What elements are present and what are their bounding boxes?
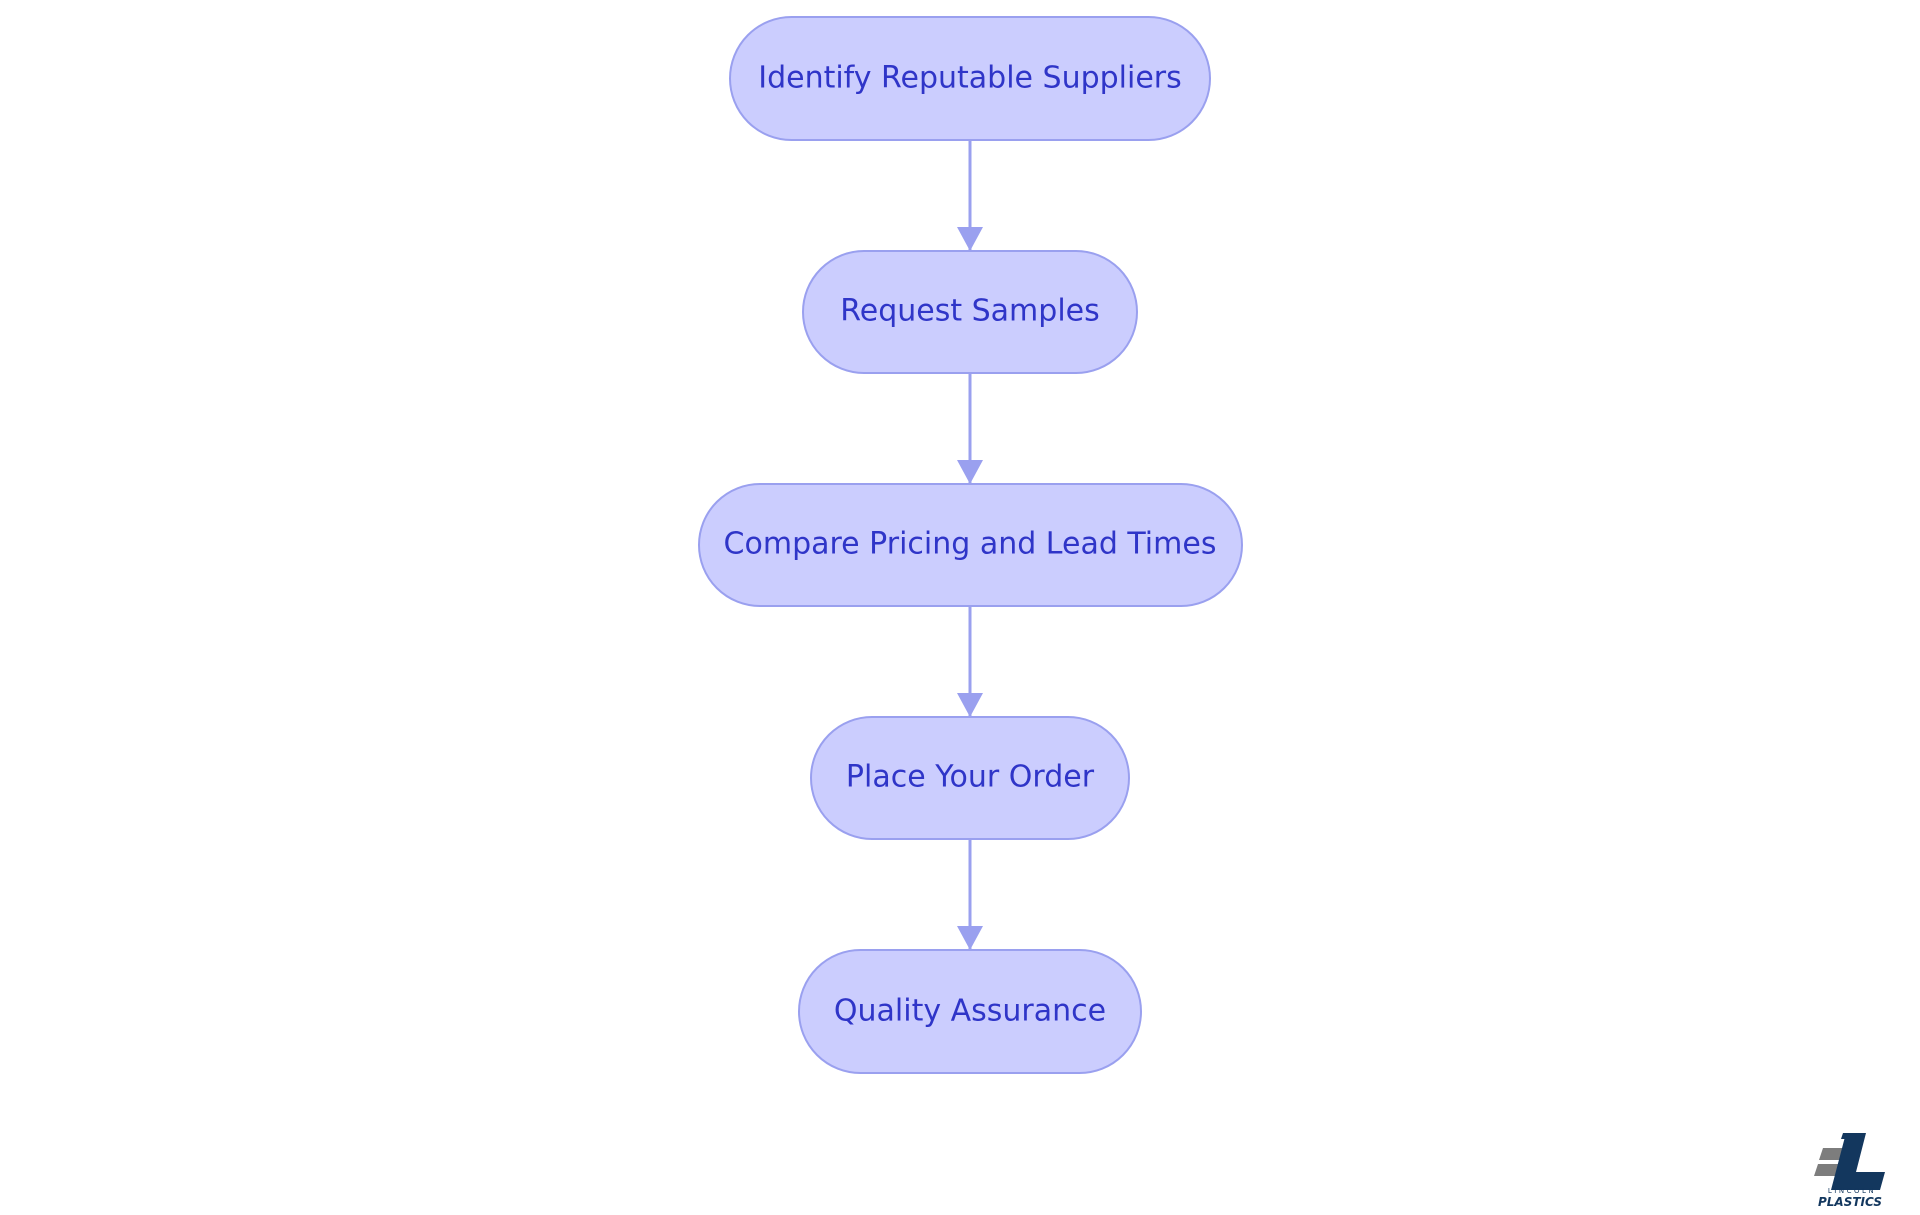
logo-line1: LINCOLN [1828,1187,1876,1195]
node-request-samples: Request Samples [802,250,1138,374]
logo-line2: PLASTICS [1818,1195,1882,1209]
lincoln-plastics-logo: LINCOLN PLASTICS [1814,1133,1885,1209]
node-label: Identify Reputable Suppliers [758,61,1182,96]
node-label: Compare Pricing and Lead Times [724,527,1217,562]
node-label: Quality Assurance [834,994,1106,1029]
lincoln-plastics-logo-icon [1814,1133,1885,1190]
node-identify-reputable-suppliers: Identify Reputable Suppliers [729,16,1211,141]
node-compare-pricing-and-lead-times: Compare Pricing and Lead Times [698,483,1243,607]
node-label: Place Your Order [846,760,1095,795]
node-label: Request Samples [840,294,1100,329]
node-place-your-order: Place Your Order [810,716,1130,840]
node-quality-assurance: Quality Assurance [798,949,1142,1074]
